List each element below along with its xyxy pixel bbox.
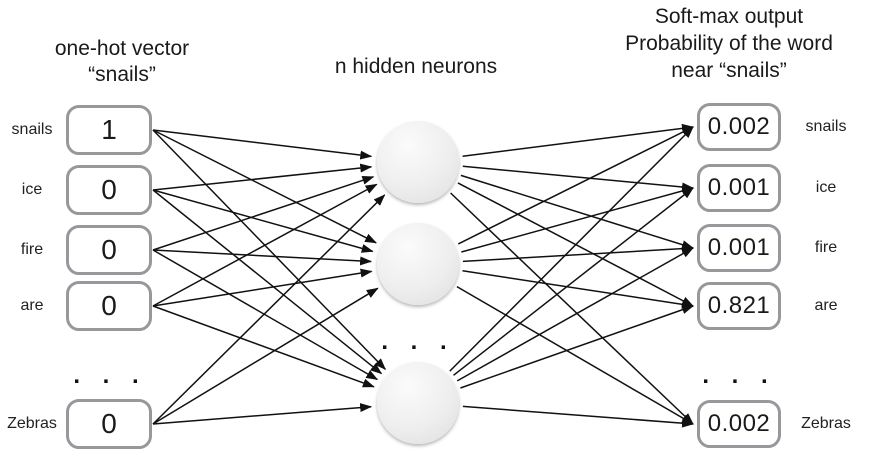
output-value-ice: 0.001 [707, 174, 771, 201]
input-ellipsis: . . . [73, 362, 147, 389]
input-value-zebras: 0 [101, 408, 117, 439]
input-box-are: 0 [66, 281, 152, 331]
output-box-are: 0.821 [697, 282, 781, 330]
output-label-snails: snails [805, 118, 847, 135]
output-title-line1: Soft-max output [654, 5, 804, 28]
input-value-ice: 0 [101, 174, 117, 205]
output-box-fire: 0.001 [697, 224, 781, 272]
input-box-zebras: 0 [66, 399, 152, 449]
input-box-snails: 1 [66, 105, 152, 155]
hidden-neuron-1 [377, 121, 459, 203]
input-label-are: are [20, 297, 44, 314]
input-title-line1: one-hot vector [54, 37, 190, 60]
output-title-line3: near “snails” [671, 59, 787, 82]
output-box-ice: 0.001 [697, 164, 781, 212]
input-label-ice: ice [21, 181, 43, 198]
input-title-line2: “snails” [88, 63, 156, 86]
input-value-are: 0 [101, 290, 117, 321]
output-label-are: are [814, 297, 838, 314]
output-value-are: 0.821 [707, 292, 771, 319]
output-box-snails: 0.002 [697, 103, 781, 151]
output-ellipsis: . . . [702, 362, 776, 389]
input-label-zebras: Zebras [7, 415, 57, 432]
input-label-fire: fire [20, 241, 44, 258]
output-title: Soft-max output Probability of the word … [589, 3, 869, 84]
output-box-zebras: 0.002 [697, 400, 781, 448]
hidden-ellipsis: . . . [381, 328, 455, 355]
input-label-snails: snails [11, 121, 53, 138]
hidden-neuron-2 [377, 223, 459, 305]
output-value-fire: 0.001 [707, 234, 771, 261]
input-title: one-hot vector “snails” [14, 36, 230, 88]
output-label-ice: ice [815, 179, 837, 196]
output-value-zebras: 0.002 [707, 410, 771, 437]
input-value-fire: 0 [101, 234, 117, 265]
input-box-ice: 0 [66, 165, 152, 215]
hidden-neuron-3 [377, 362, 459, 444]
output-label-fire: fire [814, 239, 838, 256]
input-box-fire: 0 [66, 225, 152, 275]
input-value-snails: 1 [101, 114, 117, 145]
output-value-snails: 0.002 [707, 113, 771, 140]
output-title-line2: Probability of the word [625, 32, 833, 55]
output-label-zebras: Zebras [801, 415, 851, 432]
hidden-title: n hidden neurons [334, 55, 498, 78]
